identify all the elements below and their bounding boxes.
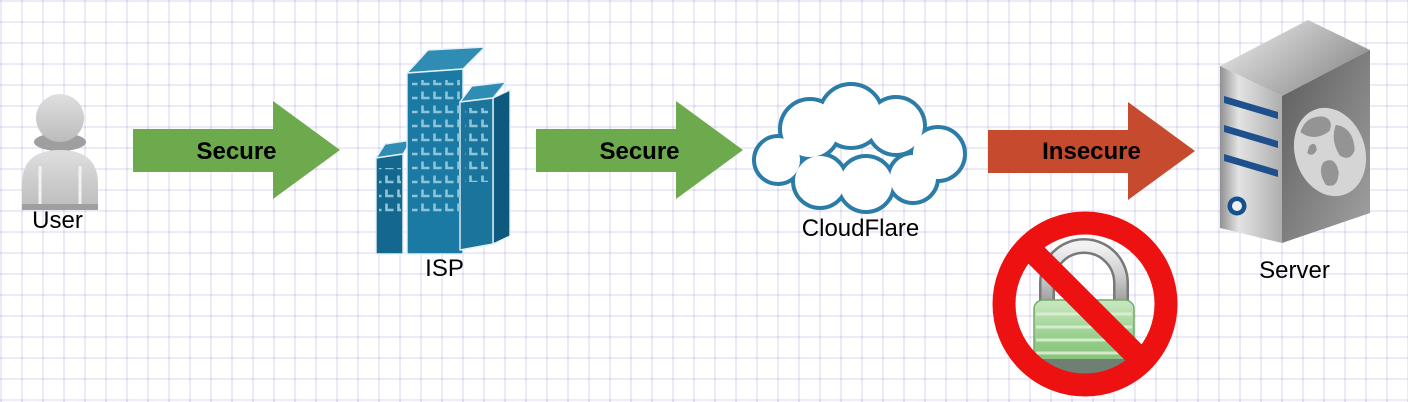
secure-arrow-1-label: Secure [196, 138, 277, 165]
isp-node-label: ISP [425, 255, 464, 282]
secure-arrow-2-label: Secure [599, 138, 680, 165]
cloudflare-node-label: CloudFlare [801, 215, 920, 242]
server-node-label: Server [1259, 257, 1330, 284]
prohibited-padlock-icon [992, 211, 1178, 397]
server-drive-slots [1224, 96, 1278, 177]
insecure-arrow-icon [988, 102, 1195, 200]
server-tower-icon [1220, 20, 1370, 243]
secure-arrow-2-icon [536, 101, 743, 199]
person-icon [22, 94, 98, 210]
globe-emblem [1293, 107, 1367, 197]
insecure-arrow-label: Insecure [1042, 138, 1141, 165]
cloud-icon [752, 82, 967, 214]
secure-arrow-1-icon [133, 101, 340, 199]
user-node-label: User [32, 207, 83, 234]
office-building-icon [375, 46, 511, 255]
